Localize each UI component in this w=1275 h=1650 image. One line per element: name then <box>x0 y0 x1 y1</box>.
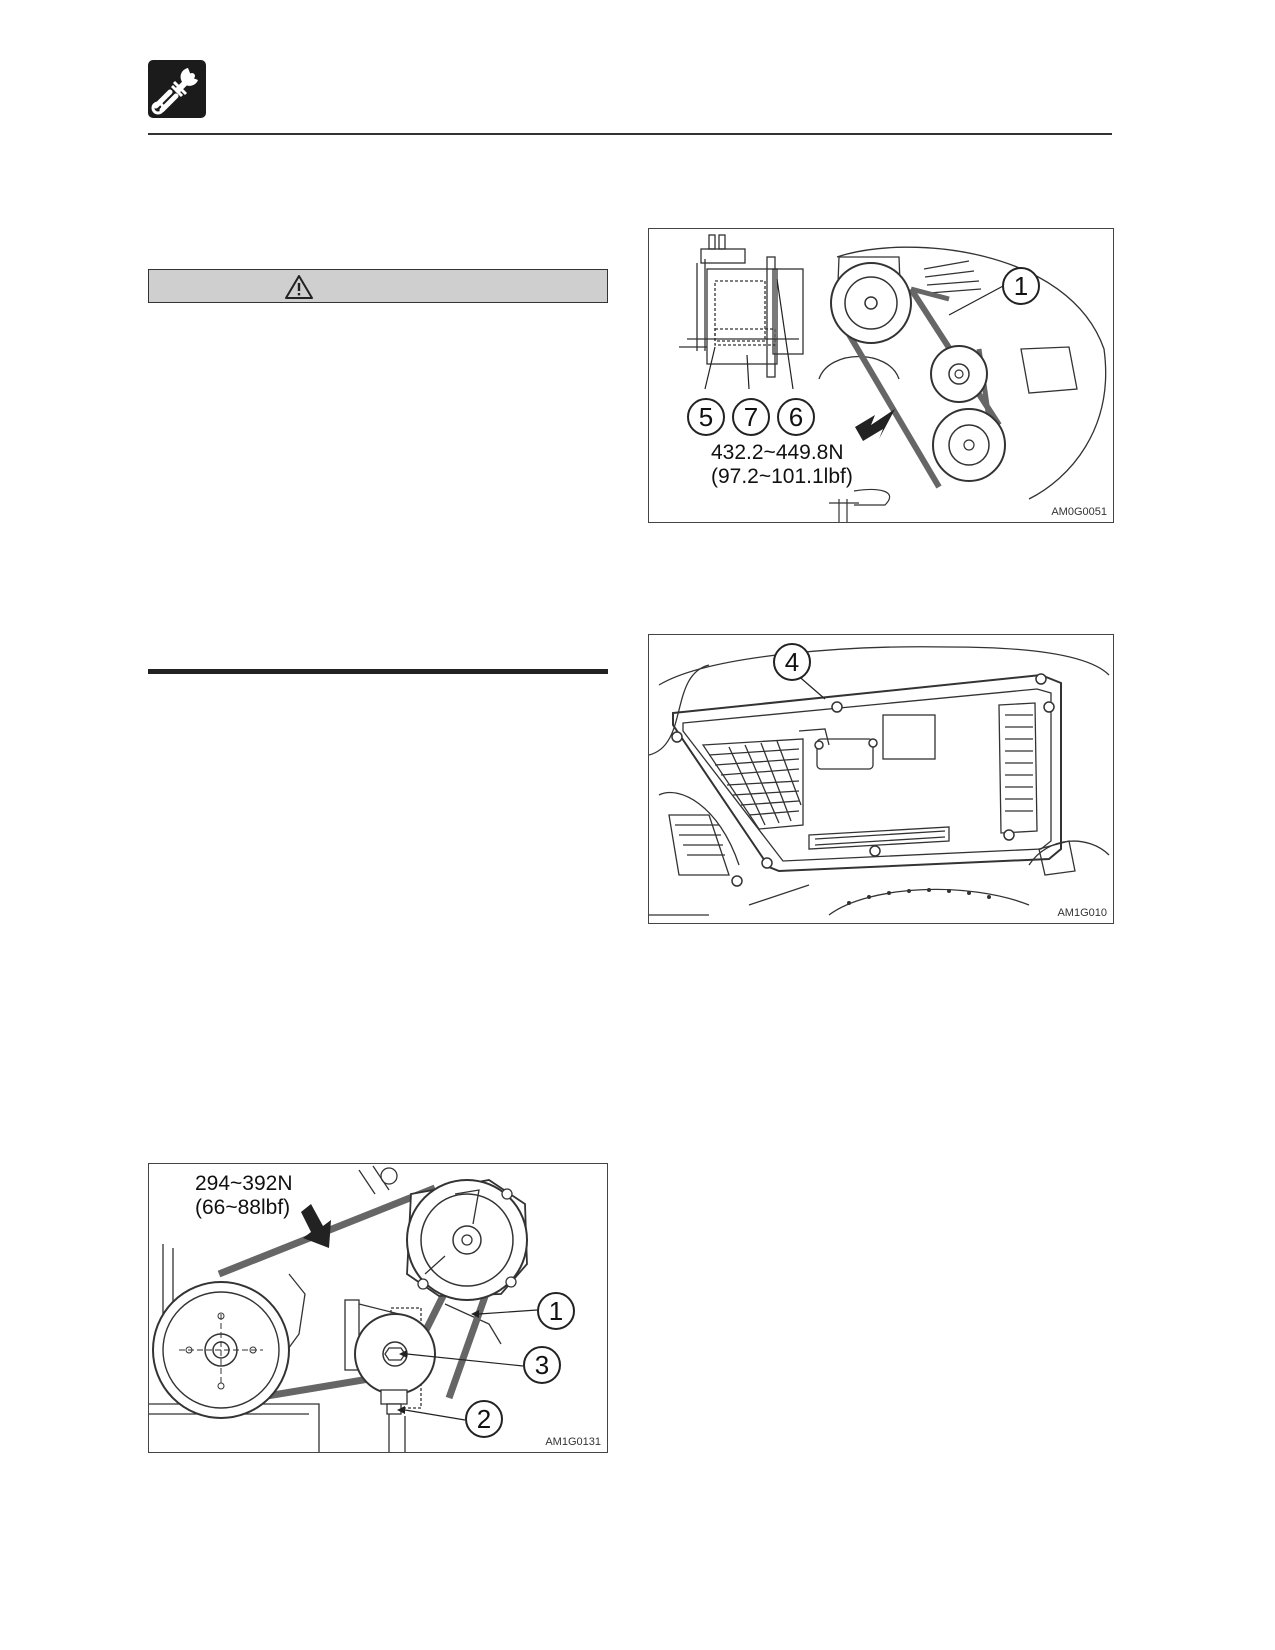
service-wrench-icon <box>148 60 206 118</box>
fig3-illustration <box>149 1165 538 1452</box>
force-value-line1: 294~392N <box>195 1172 293 1195</box>
figure-code: AM1G0131 <box>545 1436 601 1448</box>
section-rule <box>148 669 608 674</box>
force-value-line1: 432.2~449.8N <box>711 441 844 464</box>
figure-cover-panel: 4 AM1G010 <box>648 634 1114 924</box>
fig2-illustration <box>649 646 1110 916</box>
force-value-line2: (97.2~101.1lbf) <box>711 465 853 488</box>
header-rule <box>148 133 1112 135</box>
figure-tension-pulley: 294~392N (66~88lbf) 1 3 2 AM1G0131 <box>148 1163 608 1453</box>
callout-5: 5 <box>687 398 725 436</box>
callout-4: 4 <box>773 643 811 681</box>
figure-code: AM1G010 <box>1057 907 1107 919</box>
figure-code: AM0G0051 <box>1051 506 1107 518</box>
callout-2: 2 <box>465 1400 503 1438</box>
warning-bar <box>148 269 608 303</box>
callout-1: 1 <box>1002 267 1040 305</box>
callout-1: 1 <box>537 1292 575 1330</box>
figure-belt-tension-compressor: 1 5 7 6 432.2~449.8N (97.2~101.1lbf) AM0… <box>648 228 1114 523</box>
fig1-illustration <box>679 234 1107 522</box>
force-value-line2: (66~88lbf) <box>195 1196 291 1219</box>
callout-3: 3 <box>523 1346 561 1384</box>
warning-triangle-icon <box>284 274 314 300</box>
callout-6: 6 <box>777 398 815 436</box>
callout-7: 7 <box>732 398 770 436</box>
